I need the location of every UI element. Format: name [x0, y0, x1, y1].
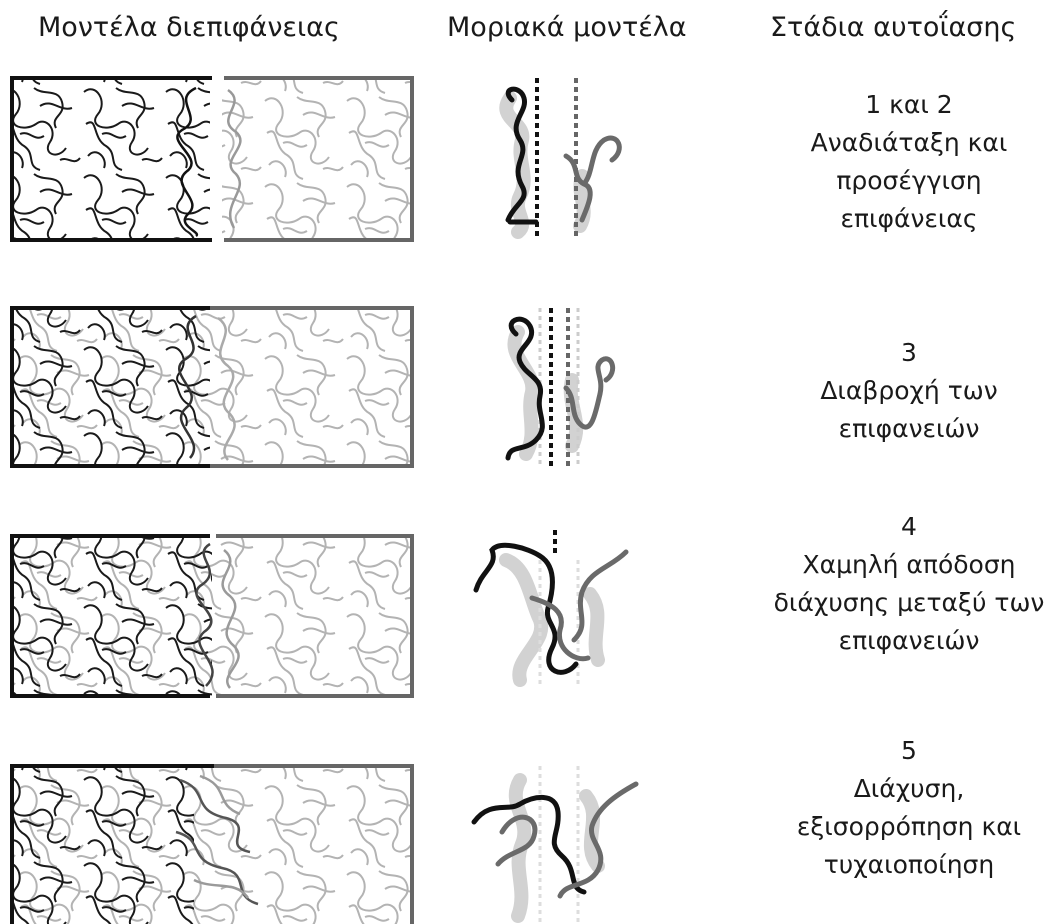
- stage-text-line: επιφανειών: [768, 622, 1050, 660]
- stage-number: 1 και 2: [768, 86, 1050, 124]
- molecular-model-stage-5: [474, 766, 636, 924]
- stage-text-line: εξισορρόπηση και: [768, 808, 1050, 846]
- stage-text-line: επιφάνειας: [768, 200, 1050, 238]
- stage-5-description: 5 Διάχυση, εξισορρόπηση και τυχαιοποίηση: [768, 732, 1050, 884]
- stage-3-description: 3 Διαβροχή των επιφανειών: [768, 334, 1050, 448]
- stage-text-line: Διαβροχή των: [768, 372, 1050, 410]
- interface-model-stage-5: [12, 766, 412, 924]
- molecular-model-stage-1: [506, 78, 619, 236]
- stage-text-line: διάχυσης μεταξύ των: [768, 584, 1050, 622]
- stage-number: 5: [768, 732, 1050, 770]
- interface-model-stage-3: [12, 308, 412, 466]
- stage-text-line: τυχαιοποίηση: [768, 846, 1050, 884]
- stage-4-description: 4 Χαμηλή απόδοση διάχυσης μεταξύ των επι…: [768, 508, 1050, 660]
- molecular-model-stage-3: [508, 308, 613, 466]
- stage-1-2-description: 1 και 2 Αναδιάταξη και προσέγγιση επιφάν…: [768, 86, 1050, 238]
- interface-model-stage-4: [12, 536, 412, 696]
- interface-model-stage-1: [12, 78, 412, 240]
- stage-text-line: Χαμηλή απόδοση: [768, 546, 1050, 584]
- stage-text-line: Διάχυση,: [768, 770, 1050, 808]
- stage-number: 4: [768, 508, 1050, 546]
- molecular-model-stage-4: [476, 530, 626, 686]
- stage-text-line: προσέγγιση: [768, 162, 1050, 200]
- stage-text-line: επιφανειών: [768, 410, 1050, 448]
- stage-text-line: Αναδιάταξη και: [768, 124, 1050, 162]
- stage-number: 3: [768, 334, 1050, 372]
